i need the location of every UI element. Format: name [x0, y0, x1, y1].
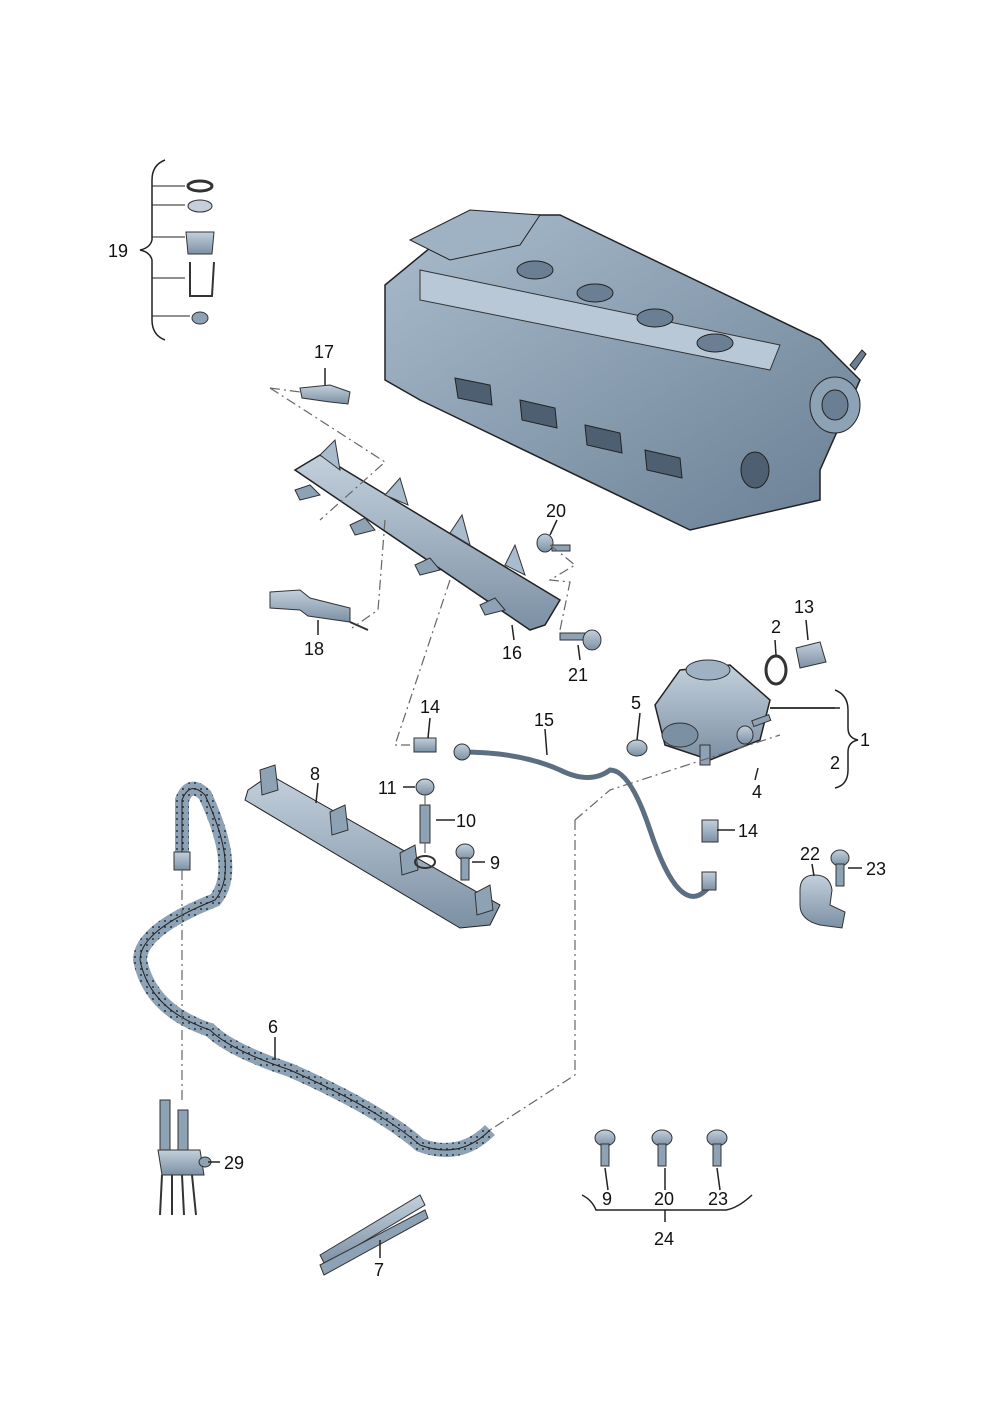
label-18: 18 — [304, 639, 324, 659]
clip-5 — [626, 739, 648, 757]
label-4: 4 — [752, 782, 762, 802]
nut-11 — [415, 778, 435, 796]
seal-kit-19 — [139, 159, 215, 341]
stud-10 — [414, 804, 436, 869]
high-pressure-pump-1 — [654, 659, 771, 766]
bolt-9-upper — [455, 843, 475, 881]
label-24: 24 — [654, 1229, 674, 1249]
label-2-top: 2 — [771, 617, 781, 637]
label-11: 11 — [378, 778, 397, 798]
label-20-top: 20 — [546, 501, 566, 521]
label-9-mid: 9 — [490, 853, 500, 873]
label-23-set: 23 — [708, 1189, 728, 1209]
bolt-23-upper — [830, 849, 850, 887]
connector-29 — [157, 1099, 212, 1216]
label-17: 17 — [314, 342, 334, 362]
union-nut-14-upper — [413, 737, 437, 753]
assembly-lines — [181, 387, 781, 1131]
label-10: 10 — [456, 811, 476, 831]
label-19: 19 — [108, 241, 128, 261]
leader-lines — [208, 368, 862, 1258]
bolt-4 — [736, 714, 772, 745]
label-14-right: 14 — [738, 821, 758, 841]
bolt-20 — [536, 533, 571, 553]
o-ring-2 — [764, 654, 788, 686]
bolt-set-24 — [581, 1129, 753, 1222]
label-2-right: 2 — [830, 753, 840, 773]
label-8: 8 — [310, 764, 320, 784]
fuel-pipe-15 — [453, 743, 717, 899]
cylinder-head — [384, 209, 867, 531]
label-23-right: 23 — [866, 859, 886, 879]
bracket-8 — [244, 764, 501, 929]
label-14-top: 14 — [420, 697, 440, 717]
label-6: 6 — [268, 1017, 278, 1037]
label-29: 29 — [224, 1153, 244, 1173]
label-13: 13 — [794, 597, 814, 617]
sensor-18 — [269, 589, 369, 631]
part-labels: 19 17 20 13 2 18 16 21 5 14 15 1 2 4 8 1… — [108, 241, 886, 1280]
fuel-hose-6 — [132, 781, 495, 1157]
label-5: 5 — [631, 693, 641, 713]
label-22: 22 — [800, 844, 820, 864]
label-1: 1 — [860, 730, 870, 750]
pressure-sensor-17 — [299, 384, 351, 405]
clamp-22 — [799, 874, 846, 929]
union-nut-14-lower — [701, 819, 719, 843]
label-21: 21 — [568, 665, 588, 685]
fuel-rail-16 — [293, 438, 562, 631]
sleeve-13 — [795, 641, 827, 669]
label-20-set: 20 — [654, 1189, 674, 1209]
label-9-set: 9 — [602, 1189, 612, 1209]
cable-strip-7 — [319, 1194, 429, 1276]
bolt-21 — [559, 629, 602, 651]
label-7: 7 — [374, 1260, 384, 1280]
label-16: 16 — [502, 643, 522, 663]
label-15: 15 — [534, 710, 554, 730]
